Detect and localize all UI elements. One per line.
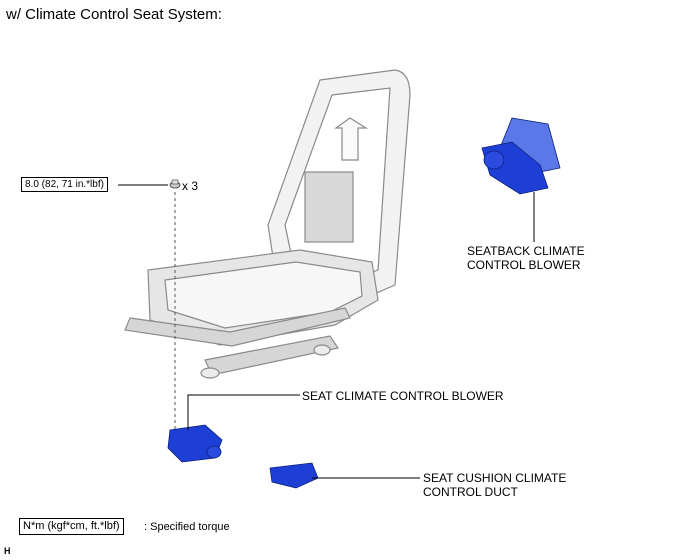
label-cushion-duct-1: SEAT CUSHION CLIMATE xyxy=(423,471,567,485)
seat-cushion-duct-illustration xyxy=(269,462,319,489)
seat-blower-leader xyxy=(187,394,300,430)
bolt-icon xyxy=(169,179,181,189)
bolt-quantity: x 3 xyxy=(182,179,199,193)
legend-unit-box: N*m (kgf*cm, ft.*lbf) xyxy=(19,518,124,535)
page-title: w/ Climate Control Seat System: xyxy=(6,6,222,23)
label-seatback-blower-1: SEATBACK CLIMATE xyxy=(467,244,585,258)
seatback-climate-control-blower-illustration xyxy=(481,117,561,195)
label-cushion-duct-2: CONTROL DUCT xyxy=(423,485,518,499)
label-seatback-blower-2: CONTROL BLOWER xyxy=(467,258,581,272)
diagram-code: H xyxy=(4,546,11,556)
label-seat-blower: SEAT CLIMATE CONTROL BLOWER xyxy=(302,389,504,403)
torque-spec-box: 8.0 (82, 71 in.*lbf) xyxy=(21,177,108,192)
seat-frame-illustration xyxy=(124,69,411,379)
seat-climate-control-blower-illustration xyxy=(167,424,223,463)
legend-description: : Specified torque xyxy=(144,521,230,533)
